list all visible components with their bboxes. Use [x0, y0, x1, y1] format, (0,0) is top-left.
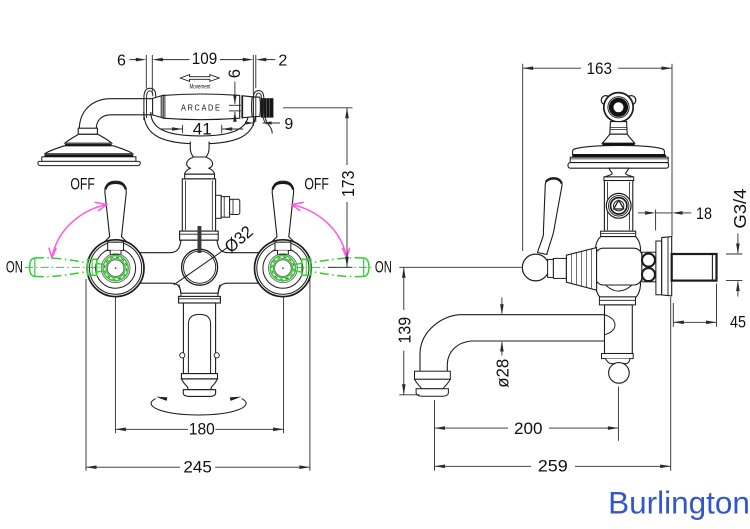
svg-text:163: 163: [587, 60, 613, 78]
svg-text:6: 6: [117, 52, 126, 69]
svg-text:ON: ON: [375, 257, 392, 276]
svg-text:139: 139: [395, 317, 415, 344]
svg-text:200: 200: [514, 420, 543, 438]
svg-text:ON: ON: [6, 257, 23, 276]
svg-text:259: 259: [538, 458, 568, 476]
svg-text:173: 173: [338, 171, 358, 198]
svg-text:109: 109: [192, 50, 218, 68]
svg-text:OFF: OFF: [304, 175, 329, 194]
svg-text:45: 45: [730, 313, 746, 331]
svg-text:OFF: OFF: [70, 175, 95, 194]
svg-text:Movement: Movement: [190, 83, 211, 90]
svg-text:6: 6: [226, 69, 244, 78]
svg-text:G3/4: G3/4: [730, 188, 750, 228]
svg-text:9: 9: [284, 116, 293, 133]
svg-text:180: 180: [189, 420, 215, 438]
svg-text:2: 2: [278, 52, 287, 69]
svg-text:ARCADE: ARCADE: [181, 103, 222, 112]
svg-text:41: 41: [193, 119, 212, 138]
svg-text:ø28: ø28: [493, 359, 513, 388]
svg-text:245: 245: [183, 459, 212, 477]
svg-text:18: 18: [696, 205, 712, 223]
svg-text:Burlington: Burlington: [608, 485, 750, 521]
